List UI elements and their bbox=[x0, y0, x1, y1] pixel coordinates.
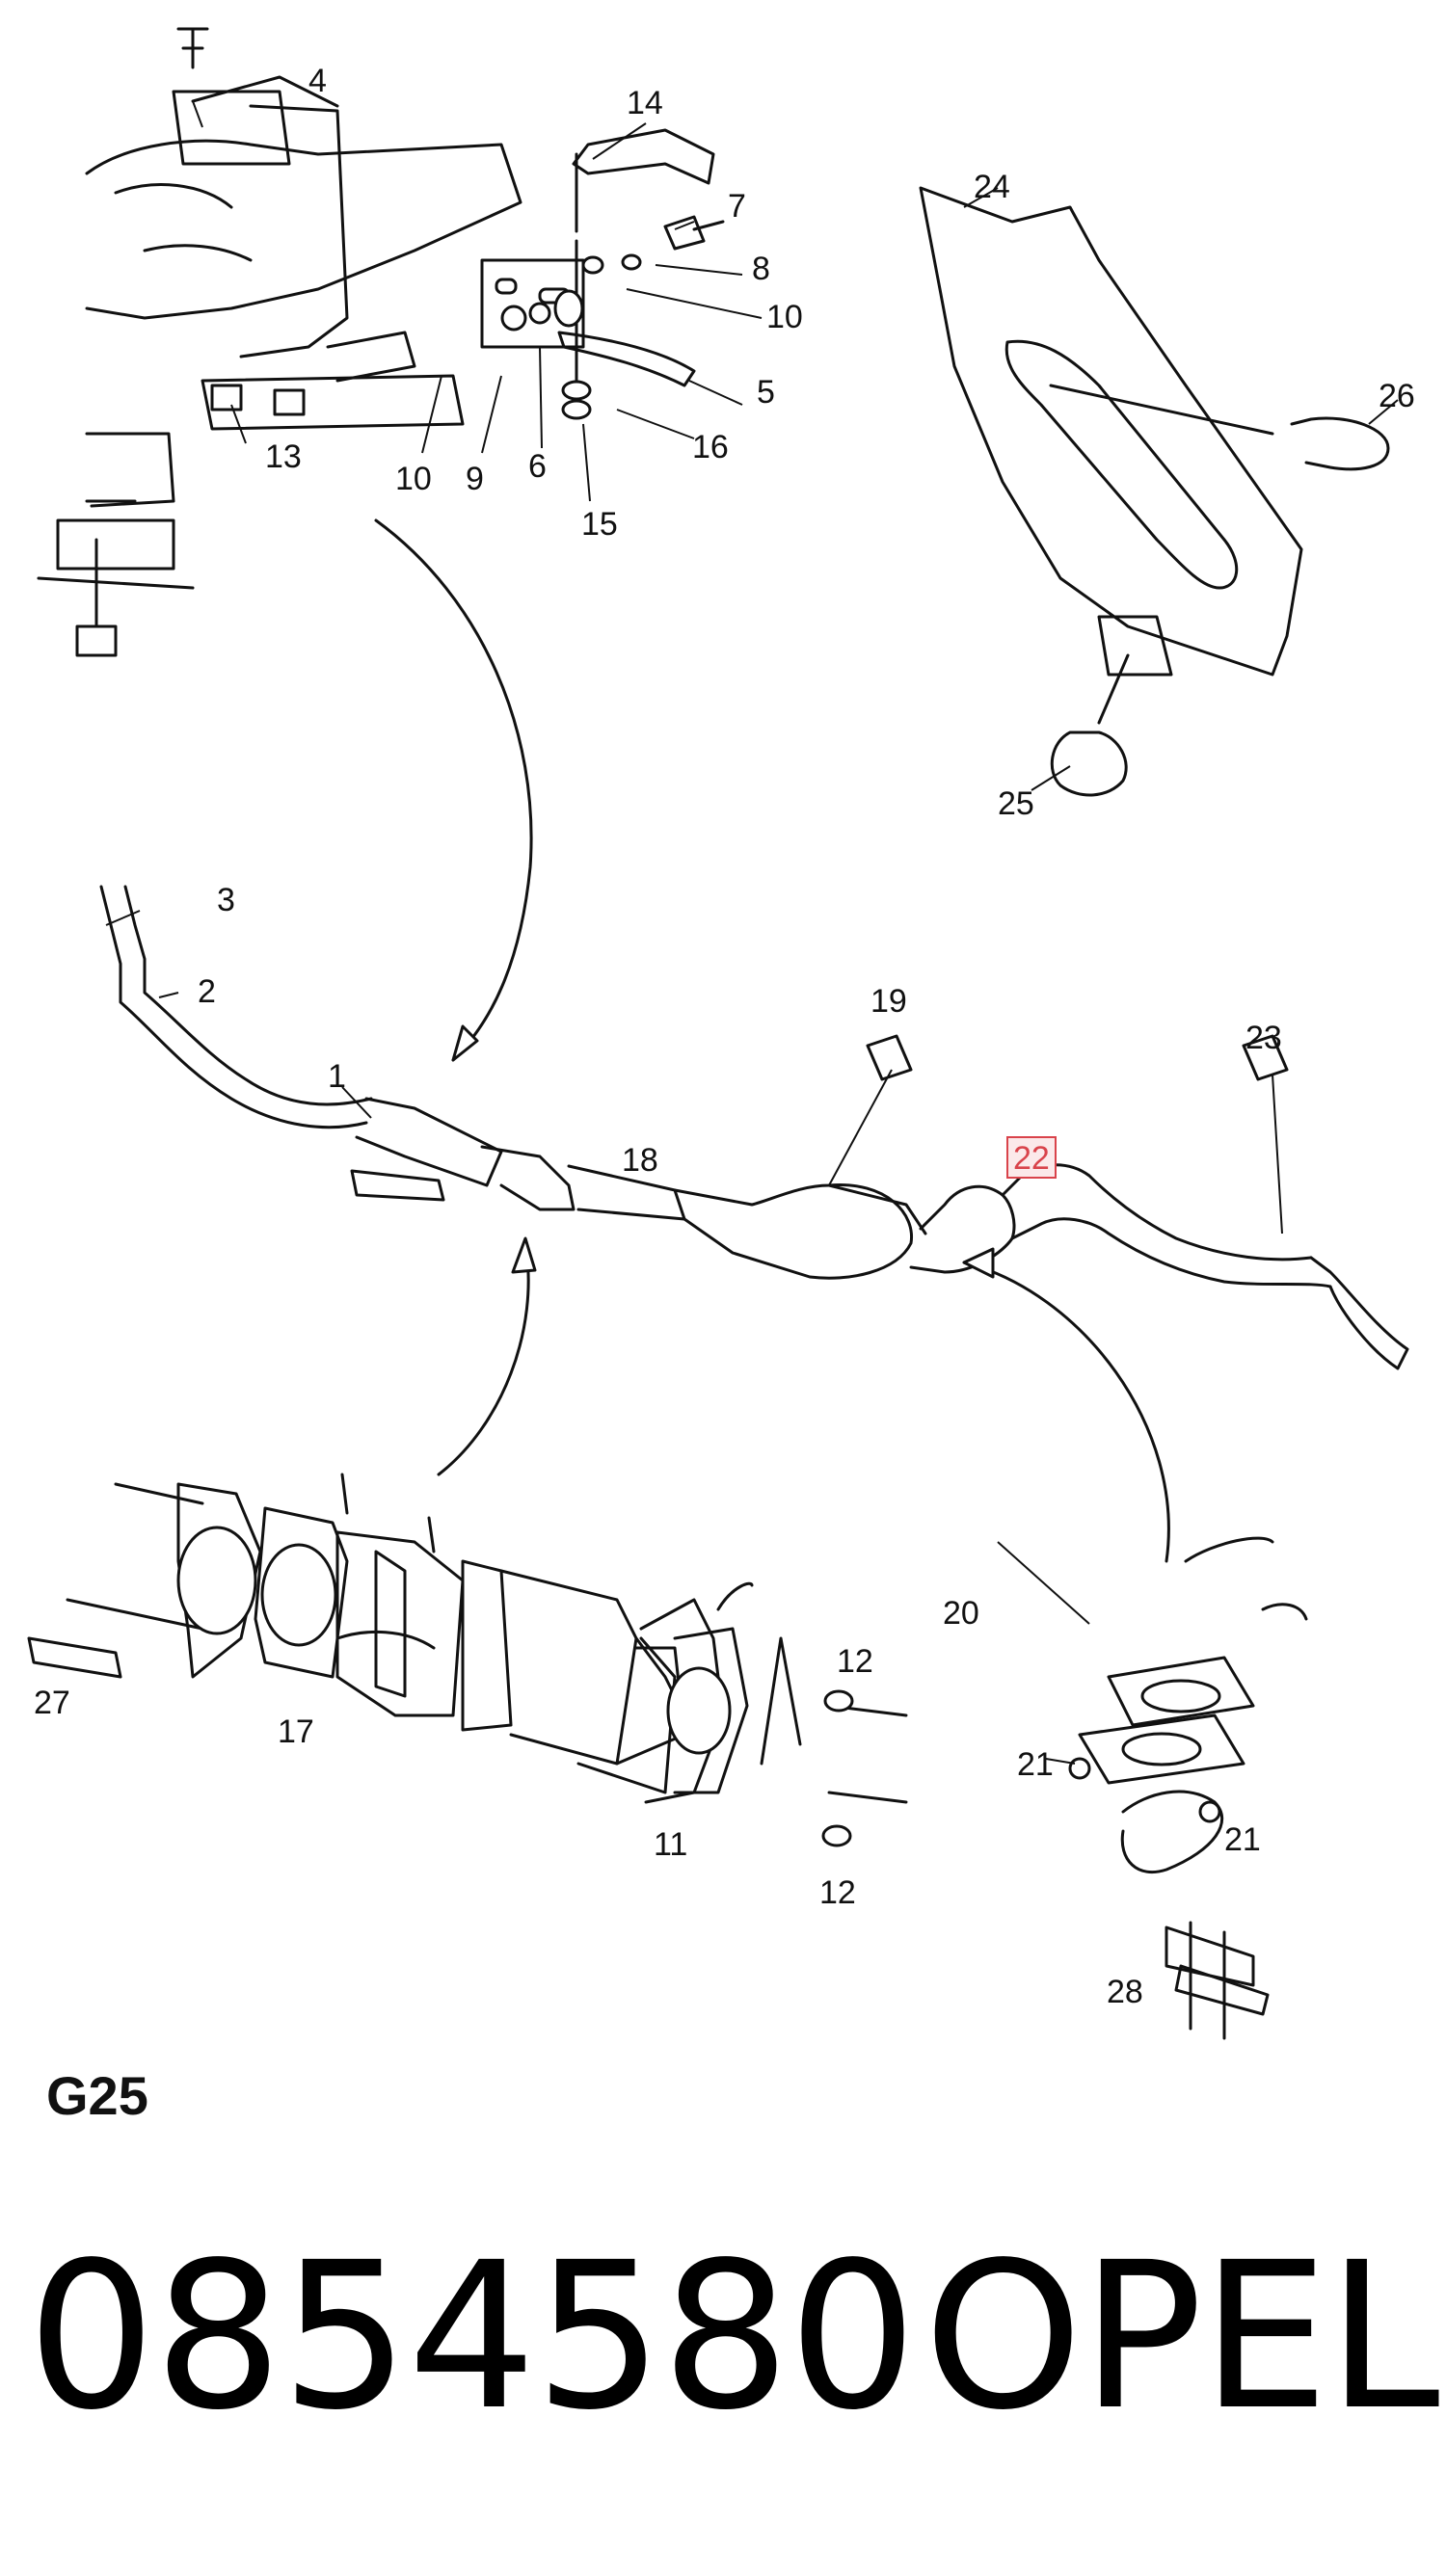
callout-25: 25 bbox=[998, 785, 1034, 822]
part-number: 0854580 bbox=[27, 2218, 917, 2455]
transmission-bracket-group bbox=[37, 27, 522, 657]
callout-labels: 1 2 3 4 5 6 7 8 9 10 10 11 12 12 13 14 1… bbox=[34, 63, 1415, 2010]
callout-4: 4 bbox=[308, 63, 327, 99]
callout-12a: 12 bbox=[837, 1643, 873, 1680]
callout-6: 6 bbox=[528, 448, 547, 485]
callout-23: 23 bbox=[1245, 1020, 1282, 1056]
callout-13: 13 bbox=[265, 438, 302, 475]
callout-24: 24 bbox=[974, 169, 1010, 205]
callout-20: 20 bbox=[943, 1595, 979, 1632]
callout-3: 3 bbox=[217, 882, 235, 918]
callout-5: 5 bbox=[757, 374, 775, 411]
converter-group bbox=[27, 1473, 908, 1847]
flange-joint-group bbox=[1068, 1536, 1308, 2040]
callout-1: 1 bbox=[328, 1058, 346, 1095]
highlight-box bbox=[1006, 1136, 1057, 1179]
callout-27: 27 bbox=[34, 1685, 70, 1721]
callout-17: 17 bbox=[278, 1713, 314, 1750]
callout-10b: 10 bbox=[395, 461, 432, 497]
callout-16: 16 bbox=[692, 429, 729, 465]
callout-9: 9 bbox=[466, 461, 484, 497]
exhaust-system-group bbox=[99, 885, 1409, 1370]
callout-19: 19 bbox=[870, 983, 907, 1020]
brand-name: OPEL bbox=[924, 2218, 1440, 2455]
callout-26: 26 bbox=[1379, 378, 1415, 414]
part-caption: 0854580 OPEL bbox=[27, 2218, 1440, 2486]
callout-12b: 12 bbox=[819, 1874, 856, 1911]
callout-22: 22 bbox=[1013, 1140, 1050, 1177]
callout-14: 14 bbox=[627, 85, 663, 121]
callout-15: 15 bbox=[581, 506, 618, 543]
callout-11: 11 bbox=[654, 1826, 687, 1863]
callout-21b: 21 bbox=[1224, 1821, 1261, 1858]
mounting-bracket-parts bbox=[480, 128, 725, 420]
indicator-arrows bbox=[374, 518, 1170, 1611]
heat-shield-group bbox=[919, 186, 1390, 797]
callout-10a: 10 bbox=[766, 299, 803, 335]
section-code: G25 bbox=[46, 2065, 148, 2126]
callout-7: 7 bbox=[728, 188, 746, 225]
leader-lines bbox=[105, 100, 1399, 1765]
callout-8: 8 bbox=[752, 251, 770, 287]
callout-18: 18 bbox=[622, 1142, 658, 1179]
callout-21a: 21 bbox=[1017, 1746, 1054, 1783]
callout-2: 2 bbox=[198, 973, 216, 1010]
callout-28: 28 bbox=[1107, 1974, 1143, 2010]
